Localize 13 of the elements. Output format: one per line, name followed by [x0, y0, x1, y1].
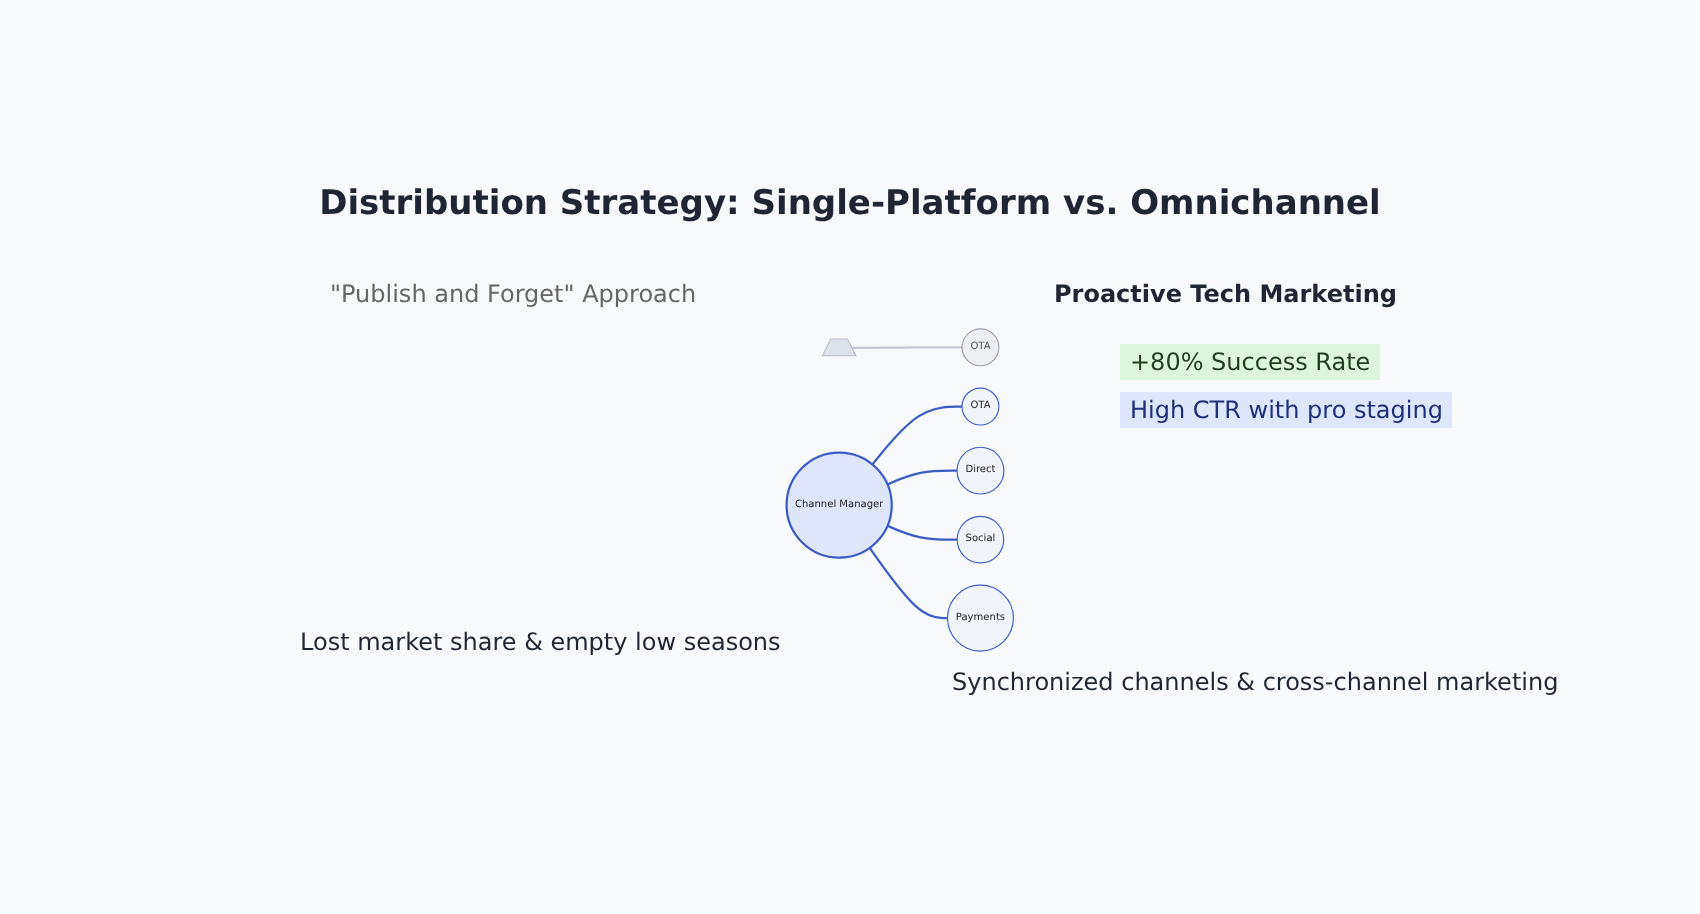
- connector: [852, 346, 963, 350]
- diagram-title: Distribution Strategy: Single-Platform vs. Omnichannel: [317, 184, 1383, 224]
- stat-badge: High CTR with pro staging: [1120, 392, 1453, 428]
- column-caption: Synchronized channels & cross-channel marketing: [952, 668, 1559, 696]
- column-caption: Lost market share & empty low seasons: [300, 628, 781, 656]
- stat-badge: +80% Success Rate: [1120, 344, 1381, 380]
- connector: [887, 524, 958, 541]
- connector: [887, 469, 958, 486]
- connector: [871, 405, 963, 466]
- column-heading: "Publish and Forget" Approach: [330, 280, 697, 308]
- connector: [868, 547, 948, 620]
- column-heading: Proactive Tech Marketing: [1054, 280, 1397, 308]
- picture: [821, 338, 857, 357]
